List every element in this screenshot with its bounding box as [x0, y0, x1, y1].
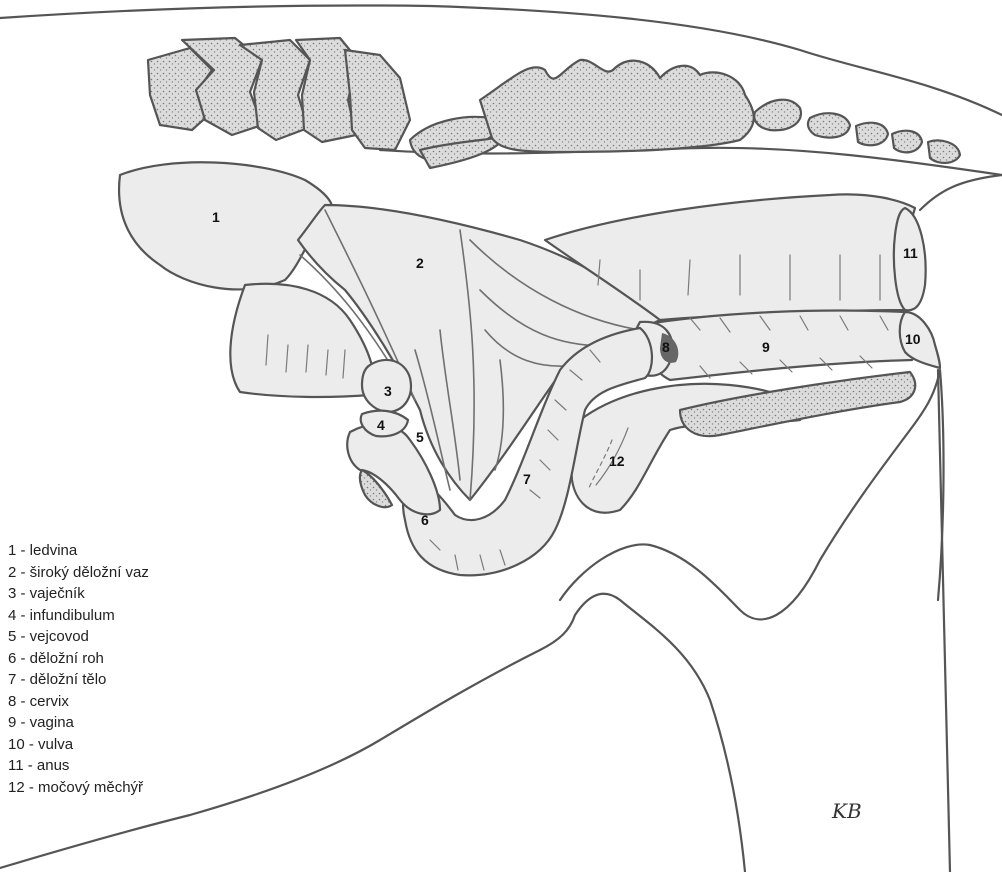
legend-item-2: 2 - široký děložní vaz	[8, 562, 149, 584]
legend-item-7: 7 - děložní tělo	[8, 669, 149, 691]
tail-contour	[920, 175, 1002, 210]
artist-signature: KB	[831, 799, 862, 823]
label-10: 10	[905, 331, 921, 347]
legend-item-4: 4 - infundibulum	[8, 605, 149, 627]
label-9: 9	[762, 339, 770, 355]
legend-item-9: 9 - vagina	[8, 712, 149, 734]
label-12: 12	[609, 453, 625, 469]
vertebral-column	[148, 38, 960, 168]
label-8: 8	[662, 339, 670, 355]
label-2: 2	[416, 255, 424, 271]
hind-leg-contour	[540, 594, 745, 872]
legend-item-12: 12 - močový měchýř	[8, 777, 149, 799]
kidney-shape	[119, 162, 332, 289]
label-4: 4	[377, 417, 385, 433]
legend-item-1: 1 - ledvina	[8, 540, 149, 562]
legend-item-8: 8 - cervix	[8, 691, 149, 713]
label-3: 3	[384, 383, 392, 399]
legend-item-11: 11 - anus	[8, 755, 149, 777]
legend-item-5: 5 - vejcovod	[8, 626, 149, 648]
label-5: 5	[416, 429, 424, 445]
label-11: 11	[903, 245, 918, 261]
legend-item-3: 3 - vaječník	[8, 583, 149, 605]
label-1: 1	[212, 209, 220, 225]
vagina-shape	[640, 311, 919, 380]
legend-item-10: 10 - vulva	[8, 734, 149, 756]
legend: 1 - ledvina 2 - široký děložní vaz 3 - v…	[8, 540, 149, 798]
legend-item-6: 6 - děložní roh	[8, 648, 149, 670]
pelvic-bone	[680, 372, 915, 436]
label-6: 6	[421, 512, 429, 528]
label-7: 7	[523, 471, 531, 487]
